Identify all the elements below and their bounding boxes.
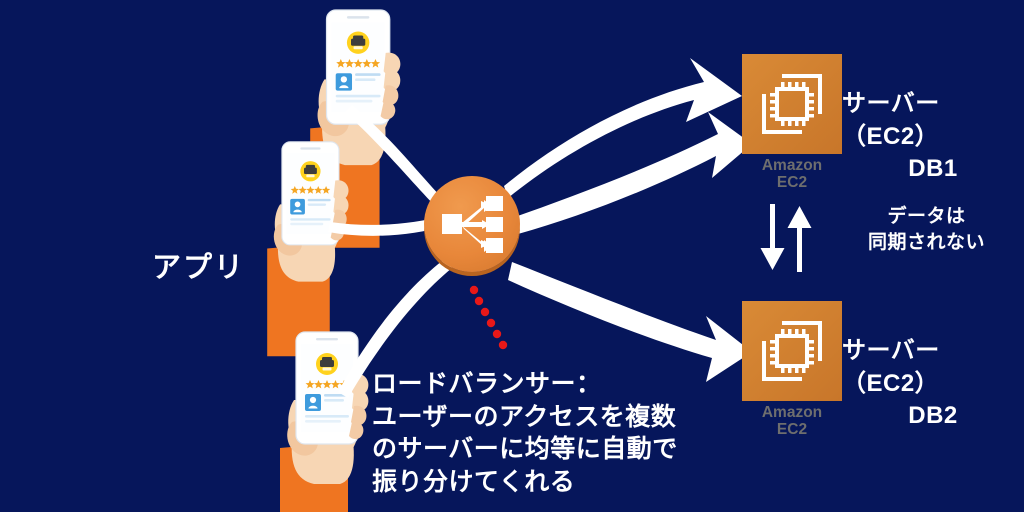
app-label: アプリ xyxy=(152,252,246,284)
ec2-icon-caption: Amazon EC2 xyxy=(761,404,823,439)
arrow-up-icon xyxy=(787,206,812,272)
server-label-db1-line2: DB1 xyxy=(908,155,958,183)
arrow-down-icon xyxy=(760,204,785,270)
load-balancer-node[interactable] xyxy=(424,176,520,272)
server-label-db2-line2: DB2 xyxy=(908,402,958,430)
load-balancer-circle xyxy=(424,176,520,272)
server-label-db1: サーバー（EC2） DB1 xyxy=(842,56,1024,218)
ec2-chip-icon xyxy=(762,74,822,134)
load-balancer-fanout-icon xyxy=(442,196,503,253)
arrow-lb-to-db1-a xyxy=(504,58,742,198)
client-phone-bottom xyxy=(279,331,369,512)
ec2-icon-box-db2 xyxy=(742,301,842,401)
arrow-lb-to-db1-b xyxy=(512,112,752,234)
server-label-db2: サーバー（EC2） DB2 xyxy=(842,303,1024,465)
sync-note-label: データは 同期されない xyxy=(868,206,986,254)
load-balancer-caption: ロードバランサー： ユーザーのアクセスを複数 のサーバーに均等に自動で 振り分け… xyxy=(372,370,678,496)
server-label-db2-line1: サーバー（EC2） xyxy=(842,337,940,397)
arrow-lb-to-db2 xyxy=(508,262,752,382)
server-label-db1-line1: サーバー（EC2） xyxy=(842,90,940,150)
ec2-icon-box-db1 xyxy=(742,54,842,154)
server-node-db2[interactable]: Amazon EC2 xyxy=(742,301,842,438)
server-node-db1[interactable]: Amazon EC2 xyxy=(742,54,842,191)
load-balancer-caption-connector xyxy=(469,285,508,350)
ec2-icon-caption: Amazon EC2 xyxy=(761,157,823,192)
ec2-chip-icon xyxy=(762,321,822,381)
no-sync-arrows xyxy=(760,204,812,272)
client-phone-top xyxy=(309,9,401,249)
client-phone-middle xyxy=(266,141,350,357)
